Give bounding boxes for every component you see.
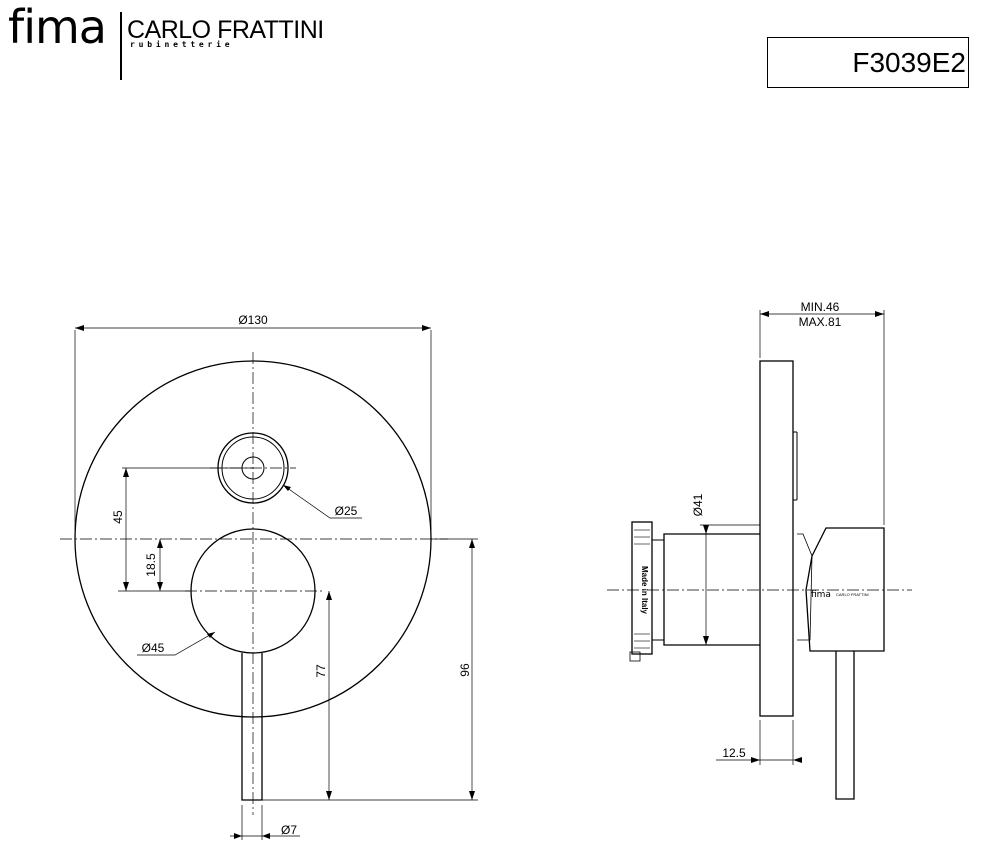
dim-depth-max: MAX.81 (799, 315, 842, 329)
handle-brand-mark: fima (811, 590, 831, 600)
dim-diverter-diameter: Ø25 (335, 504, 358, 518)
brand-logo: fima (8, 0, 107, 54)
logo-separator (120, 12, 122, 80)
knurled-cap (631, 521, 653, 655)
product-code: F3039E2 (852, 47, 966, 78)
dim-lever-diameter: Ø7 (281, 823, 297, 837)
dim-plate-thickness: 12.5 (722, 746, 746, 760)
front-view (60, 325, 478, 840)
dim-body-diameter: Ø41 (691, 493, 705, 516)
dim-diverter-offset: 45 (111, 510, 125, 524)
product-code-box: F3039E2 (767, 37, 969, 88)
handle-designer-mark: CARLO FRATTINI (836, 592, 869, 597)
made-in-label: Made in Italy (640, 566, 649, 615)
lever (241, 653, 263, 801)
dim-lever-length: 77 (314, 664, 328, 678)
designer-logo: CARLO FRATTINI (127, 16, 324, 44)
valve-body (663, 533, 760, 646)
dim-depth-min: MIN.46 (801, 300, 840, 314)
dim-plate-diameter: Ø130 (238, 313, 268, 327)
side-lever (835, 651, 855, 800)
dim-overall-height: 96 (458, 663, 472, 677)
dim-handle-diameter: Ø45 (142, 641, 165, 655)
dim-handle-offset: 18.5 (144, 553, 158, 577)
side-handle (805, 527, 885, 652)
designer-sub-logo: rubinetterie (130, 40, 234, 49)
side-plate (759, 360, 794, 717)
side-view (607, 310, 912, 800)
